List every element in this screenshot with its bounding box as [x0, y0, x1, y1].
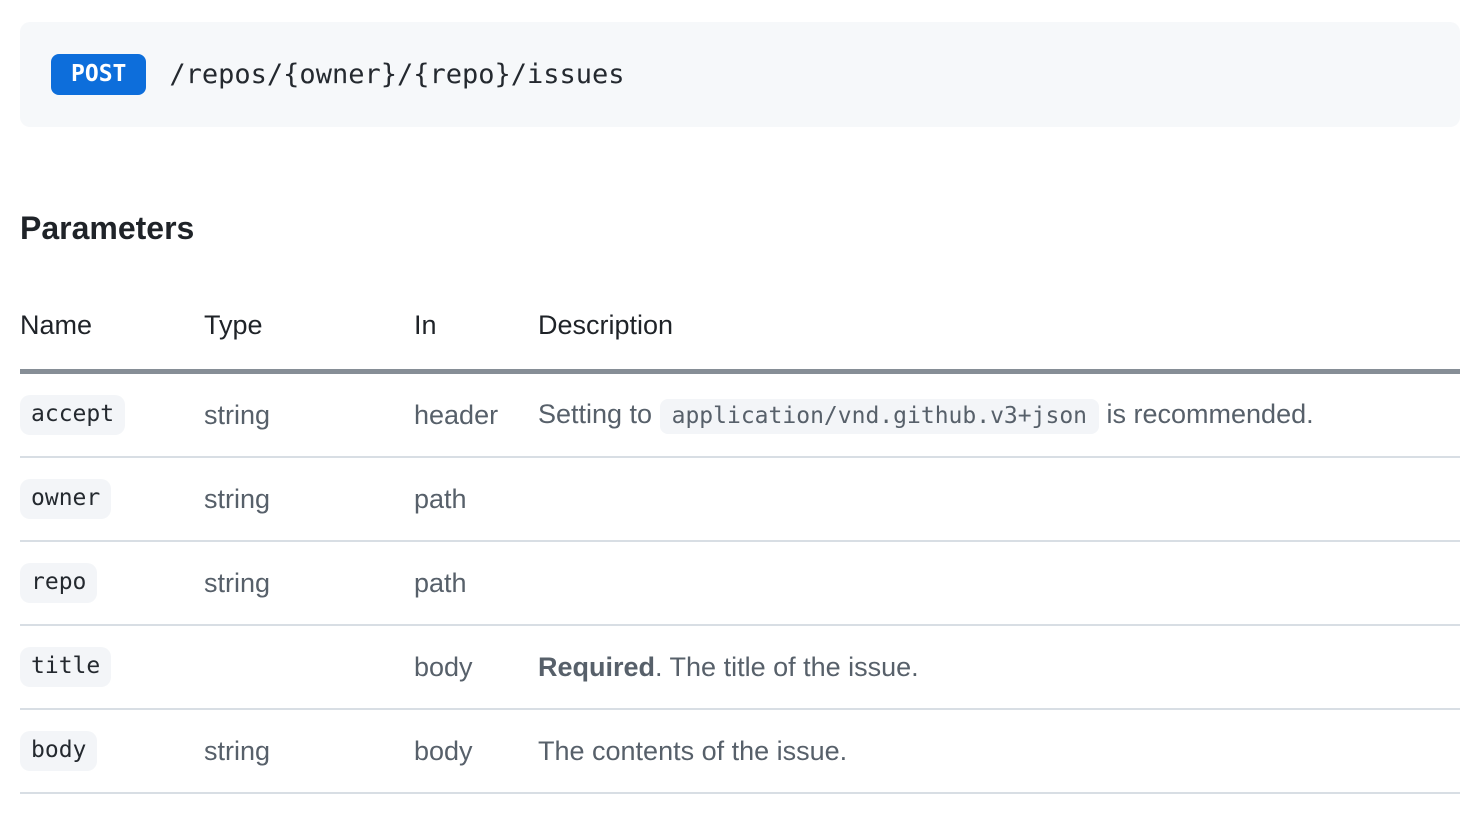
param-name-badge: body — [20, 731, 98, 771]
param-type: string — [204, 735, 271, 766]
param-type: string — [204, 567, 271, 598]
param-in: body — [414, 735, 473, 766]
table-row-body: body string body The contents of the iss… — [20, 709, 1460, 793]
param-name-badge: repo — [20, 563, 98, 603]
param-name-cell: owner — [20, 457, 204, 541]
param-name-cell: title — [20, 625, 204, 709]
required-label: Required — [538, 651, 656, 682]
param-description: The contents of the issue. — [538, 735, 848, 766]
description-text: Setting to — [538, 398, 660, 429]
param-name-badge: title — [20, 647, 112, 687]
table-row-accept: accept string header Setting to applicat… — [20, 372, 1460, 458]
column-header-name: Name — [20, 309, 204, 374]
table-row-repo: repo string path — [20, 541, 1460, 625]
table-row-owner: owner string path — [20, 457, 1460, 541]
parameters-table: Name Type In Description accept string h… — [20, 309, 1460, 794]
parameters-heading: Parameters — [20, 210, 195, 246]
param-name-cell: body — [20, 709, 204, 793]
param-in: path — [414, 567, 467, 598]
param-in: body — [414, 651, 473, 682]
param-in: header — [414, 399, 499, 430]
endpoint-path: /repos/{owner}/{repo}/issues — [169, 59, 625, 90]
column-header-type: Type — [204, 309, 414, 374]
param-description: Required. The title of the issue. — [538, 625, 1460, 709]
param-type: string — [204, 483, 271, 514]
description-text: . The title of the issue. — [655, 651, 919, 682]
param-description — [538, 541, 1460, 625]
param-name-cell: repo — [20, 541, 204, 625]
column-header-description: Description — [538, 309, 1460, 374]
param-description: Setting to application/vnd.github.v3+jso… — [538, 372, 1460, 458]
param-description — [538, 457, 1460, 541]
http-method-badge: POST — [51, 54, 147, 95]
param-type — [204, 625, 414, 709]
endpoint-box: POST /repos/{owner}/{repo}/issues — [20, 22, 1460, 127]
table-header-row: Name Type In Description — [20, 309, 1460, 374]
api-reference-page: POST /repos/{owner}/{repo}/issues Parame… — [0, 22, 1476, 794]
column-header-in: In — [414, 309, 538, 374]
param-in: path — [414, 483, 467, 514]
inline-code: application/vnd.github.v3+json — [659, 398, 1100, 434]
description-text: is recommended. — [1099, 398, 1314, 429]
param-name-badge: owner — [20, 479, 112, 519]
param-name-badge: accept — [20, 395, 126, 435]
param-type: string — [204, 399, 271, 430]
param-name-cell: accept — [20, 372, 204, 458]
table-row-title: title body Required. The title of the is… — [20, 625, 1460, 709]
